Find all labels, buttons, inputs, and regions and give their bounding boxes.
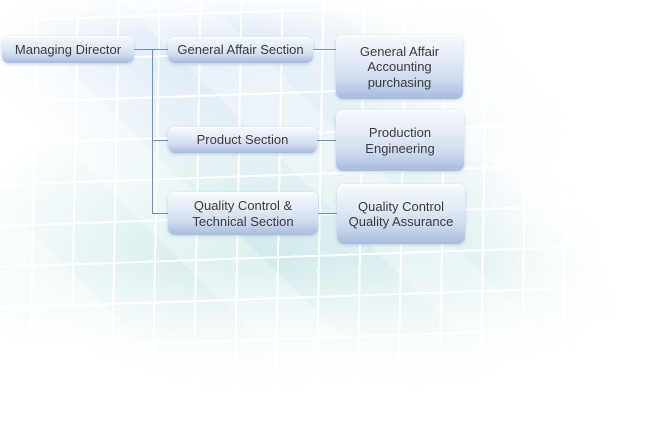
node-quality-control-quality-assurance: Quality Control Quality Assurance [337, 184, 465, 244]
node-product-section: Product Section [168, 127, 317, 153]
node-label: Product Section [196, 132, 289, 148]
node-label-line: Technical Section [192, 213, 294, 229]
connector-trunk-to-quality [152, 213, 168, 214]
connector-quality-to-sub [318, 213, 337, 214]
node-production-engineering: Production Engineering [336, 110, 464, 171]
node-managing-director: Managing Director [2, 36, 134, 63]
node-quality-control-technical-section: Quality Control & Technical Section [168, 192, 318, 235]
node-label-line: Quality Assurance [348, 214, 454, 229]
node-label-line: Accounting [367, 59, 432, 75]
connector-trunk [152, 49, 153, 214]
node-label-line: Quality Control [358, 198, 444, 214]
connector-general-affair-to-sub [313, 49, 336, 50]
connector-root-to-trunk [134, 49, 168, 50]
node-label-line: Engineering [365, 140, 435, 156]
connector-product-to-sub [317, 140, 336, 141]
node-label-line: Quality Control & [193, 198, 293, 213]
node-label: Managing Director [14, 41, 122, 57]
connector-trunk-to-product [152, 140, 168, 141]
node-label-line: General Affair [359, 43, 440, 59]
node-general-affair-section: General Affair Section [168, 37, 313, 63]
node-label-line: Production [368, 125, 432, 140]
node-label-line: purchasing [367, 74, 432, 90]
node-label: General Affair Section [177, 42, 304, 58]
node-general-affair-accounting-purchasing: General Affair Accounting purchasing [336, 35, 463, 99]
